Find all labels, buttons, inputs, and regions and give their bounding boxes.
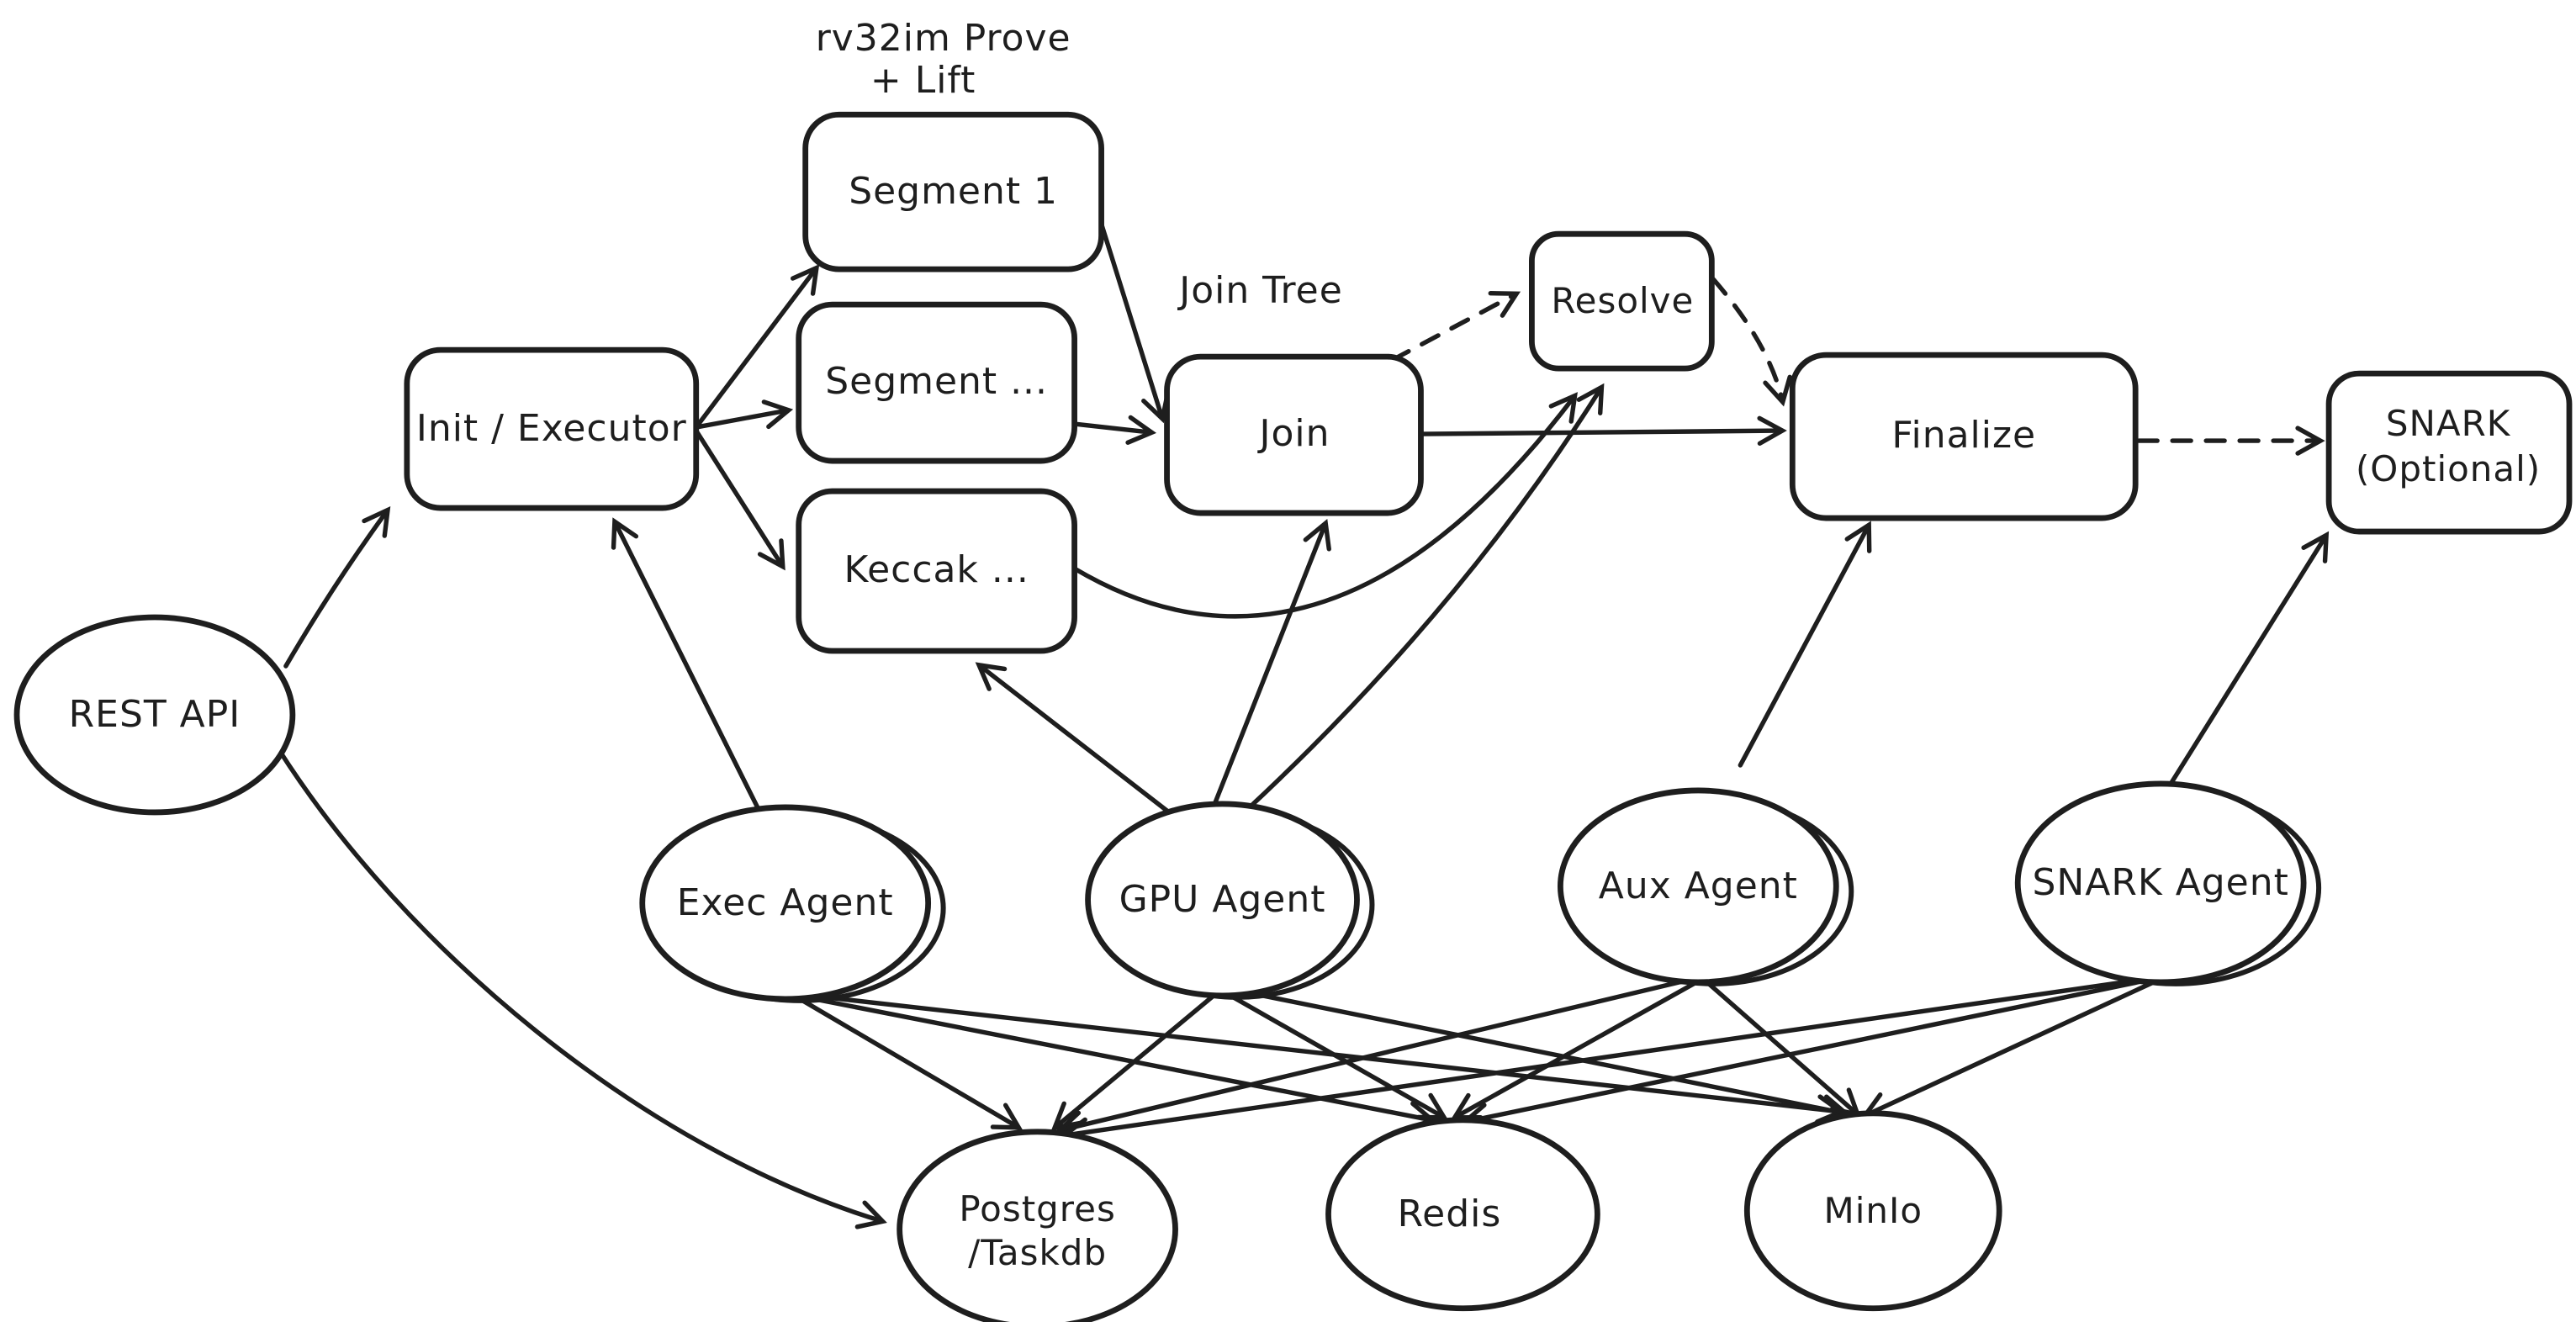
edge-rest-api-to-init [283, 505, 391, 669]
node-exec-agent: Exec Agent [639, 804, 946, 1003]
node-join: Join [1164, 353, 1424, 516]
edge-gpu-agent-to-resolve [1243, 383, 1605, 813]
edge-resolve-to-finalize-dashed [1711, 277, 1792, 407]
node-gpu-agent: GPU Agent [1085, 801, 1375, 1000]
postgres-label-line2: /Taskdb [968, 1232, 1107, 1273]
node-segment-1: Segment 1 [802, 111, 1104, 272]
gpu-agent-label: GPU Agent [1119, 878, 1326, 921]
node-redis: Redis [1325, 1117, 1600, 1312]
edge-aux-agent-to-finalize [1738, 521, 1872, 768]
edge-gpu-agent-to-postgres [1050, 992, 1219, 1131]
edge-aux-agent-to-minio [1702, 978, 1861, 1118]
postgres-label-line1: Postgres [959, 1188, 1115, 1229]
edge-rest-api-to-postgres [277, 748, 887, 1229]
node-postgres-taskdb: Postgres /Taskdb [897, 1129, 1178, 1322]
segment-n-label: Segment ... [825, 360, 1048, 403]
node-aux-agent: Aux Agent [1557, 787, 1854, 986]
edge-init-to-segment1 [694, 264, 820, 430]
edge-exec-agent-to-postgres [794, 995, 1024, 1130]
edge-init-to-keccak [694, 428, 785, 571]
segment-1-label: Segment 1 [849, 170, 1058, 213]
join-label: Join [1257, 412, 1330, 455]
prove-lift-annotation-line1: rv32im Prove [816, 17, 1071, 60]
prove-lift-annotation-line2: + Lift [870, 59, 976, 102]
node-finalize: Finalize [1789, 352, 2139, 521]
exec-agent-label: Exec Agent [677, 881, 894, 924]
init-executor-label: Init / Executor [416, 407, 687, 450]
edge-segment1-to-join [1098, 221, 1171, 424]
node-snark-agent: SNARK Agent [2014, 780, 2322, 986]
node-segment-n: Segment ... [796, 301, 1077, 464]
edges-layer [277, 221, 2330, 1229]
edge-gpu-agent-to-join [1211, 519, 1331, 808]
node-minio: MinIo [1743, 1110, 2002, 1312]
edge-snark-agent-to-postgres [1060, 976, 2150, 1147]
edge-join-to-finalize [1418, 415, 1787, 447]
edge-gpu-agent-to-redis [1225, 992, 1449, 1120]
snark-label-line1: SNARK [2386, 403, 2511, 444]
node-keccak: Keccak ... [796, 488, 1077, 654]
edge-init-to-segment-n [694, 399, 794, 430]
edge-join-to-resolve-dashed [1389, 290, 1521, 362]
edge-exec-agent-to-minio [807, 993, 1846, 1124]
nodes-layer: REST API Init / Executor Segment 1 Segme… [13, 111, 2573, 1322]
minio-label: MinIo [1824, 1190, 1923, 1231]
resolve-label: Resolve [1551, 280, 1694, 321]
node-snark-optional: SNARK (Optional) [2325, 370, 2573, 535]
edge-keccak-to-resolve [1071, 392, 1578, 619]
edge-snark-agent-to-snark [2168, 531, 2330, 786]
annotations-layer: rv32im Prove + Lift Join Tree [816, 17, 1343, 312]
keccak-label: Keccak ... [844, 548, 1029, 591]
finalize-label: Finalize [1891, 414, 2036, 457]
edge-aux-agent-to-postgres [1055, 978, 1690, 1140]
edge-aux-agent-to-redis [1450, 980, 1700, 1120]
node-rest-api: REST API [13, 614, 296, 816]
aux-agent-label: Aux Agent [1599, 865, 1798, 907]
node-init-executor: Init / Executor [404, 346, 700, 511]
edge-snark-agent-to-redis [1460, 976, 2156, 1133]
edge-segment-n-to-join [1071, 415, 1157, 445]
edge-gpu-agent-to-keccak [975, 662, 1185, 825]
node-resolve: Resolve [1529, 230, 1715, 372]
edge-snark-agent-to-minio [1860, 978, 2160, 1120]
snark-label-line2: (Optional) [2356, 448, 2541, 489]
edge-exec-agent-to-init [611, 517, 763, 815]
join-tree-annotation: Join Tree [1177, 269, 1343, 312]
snark-agent-label: SNARK Agent [2032, 861, 2288, 904]
redis-label: Redis [1398, 1192, 1502, 1235]
edge-gpu-agent-to-minio [1235, 988, 1851, 1124]
rest-api-label: REST API [69, 693, 241, 736]
